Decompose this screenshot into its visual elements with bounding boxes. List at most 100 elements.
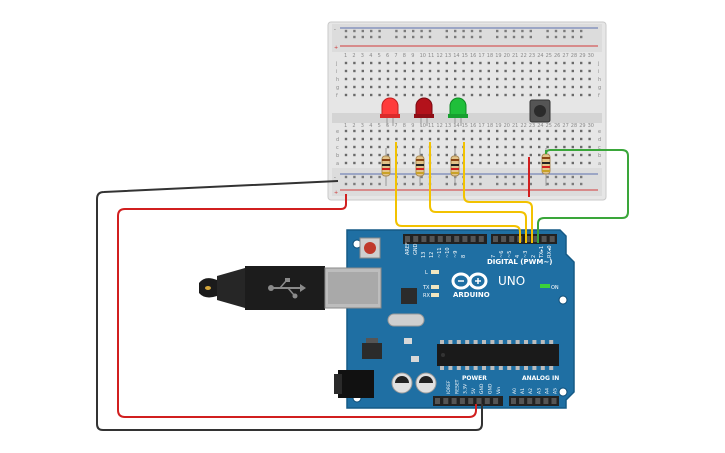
column-number: 16 (470, 53, 476, 59)
led-tx-label: TX (422, 285, 430, 291)
analog-pin-label: A5 (553, 388, 559, 394)
power-rail-bottom (332, 168, 602, 196)
pushbutton[interactable] (529, 99, 551, 123)
digital-pin-label: 2 (531, 255, 537, 258)
power-pin-label: Vin (496, 387, 502, 394)
breadboard-holes (344, 29, 591, 186)
digital-pin-label: ~11 (437, 247, 443, 258)
column-number: 4 (369, 53, 372, 59)
column-number: 23 (529, 123, 535, 129)
column-number: 18 (487, 53, 493, 59)
column-number: 5 (378, 123, 381, 129)
smd-cap (411, 356, 419, 362)
digital-pin-label: 7 (491, 255, 497, 258)
analog-pin-label: A2 (528, 388, 534, 394)
aref-label: AREF (405, 242, 411, 255)
resistor-1[interactable] (381, 148, 391, 186)
power-header (433, 396, 503, 406)
led-rx-indicator (431, 293, 439, 297)
column-number: 4 (369, 123, 372, 129)
led-rx-label: RX (423, 293, 430, 299)
column-number: 7 (394, 53, 397, 59)
column-number: 20 (504, 123, 510, 129)
wire-power[interactable] (117, 194, 477, 418)
resistor-4[interactable] (541, 148, 551, 186)
row-letter: e (598, 129, 601, 135)
column-number: 21 (512, 123, 518, 129)
column-number: 22 (520, 123, 526, 129)
resistor-3[interactable] (450, 148, 460, 186)
reset-button[interactable] (364, 242, 376, 254)
column-number: 29 (579, 123, 585, 129)
digital-header-label: DIGITAL (PWM~) (487, 258, 552, 266)
resistor-2[interactable] (415, 148, 425, 186)
column-number: 3 (361, 123, 364, 129)
column-number: 27 (562, 123, 568, 129)
column-number: 22 (520, 53, 526, 59)
led-l-label: L (425, 270, 428, 276)
column-number: 2 (352, 53, 355, 59)
regulator-tab (366, 338, 378, 343)
wire-signal-1[interactable] (395, 142, 521, 243)
wire-ground[interactable] (96, 180, 483, 431)
digital-pin-label: ~3 (523, 251, 529, 258)
rail-plus-label: + (334, 45, 338, 51)
power-on-led (540, 284, 550, 288)
analog-pin-label: A4 (544, 388, 550, 394)
column-number: 9 (411, 123, 414, 129)
wires[interactable] (96, 142, 629, 431)
digital-pin-label: ~9 (453, 251, 459, 258)
chip-notch (441, 353, 445, 357)
column-number: 15 (462, 53, 468, 59)
led-green[interactable] (448, 97, 468, 126)
column-number: 1 (344, 53, 347, 59)
smd-cap (404, 338, 412, 344)
column-number: 8 (403, 53, 406, 59)
column-number: 21 (512, 53, 518, 59)
column-number: 6 (386, 53, 389, 59)
digital-pin-label: 12 (429, 252, 435, 258)
brand-label: ARDUINO (453, 291, 490, 299)
dc-jack-lip (334, 374, 342, 394)
column-number: 26 (554, 123, 560, 129)
wire-signal-3[interactable] (463, 142, 533, 243)
digital-pin-label: 4 (515, 255, 521, 258)
led-darkred[interactable] (414, 97, 434, 126)
crystal (387, 313, 425, 327)
led-red[interactable] (380, 97, 400, 126)
digital-pin-label: TX▸1 (539, 246, 545, 259)
analog-pin-label: A0 (512, 388, 518, 394)
digital-pin-label: 13 (421, 252, 427, 258)
column-number: 12 (436, 53, 442, 59)
digital-pin-label: RX◂0 (547, 245, 553, 258)
column-number: 19 (495, 123, 501, 129)
row-letter: d (336, 137, 339, 143)
analog-header (509, 396, 559, 406)
usb-cable[interactable] (199, 266, 382, 310)
capacitor-2 (415, 372, 437, 394)
column-number: 9 (411, 53, 414, 59)
column-number: 2 (352, 123, 355, 129)
digital-header-left (403, 234, 487, 244)
power-pin-label: 3.3V (463, 383, 469, 394)
wire-button[interactable] (537, 149, 629, 243)
column-number: 7 (394, 123, 397, 129)
column-number: 14 (453, 53, 459, 59)
digital-pin-label: 8 (461, 255, 467, 258)
column-number: 29 (579, 53, 585, 59)
analog-pin-label: A3 (536, 388, 542, 394)
usb-strain-relief (217, 268, 245, 308)
column-number: 6 (386, 123, 389, 129)
wire-signal-2[interactable] (429, 142, 527, 243)
column-number: 28 (571, 53, 577, 59)
column-number: 8 (403, 123, 406, 129)
dc-power-jack[interactable] (338, 370, 374, 398)
row-letter: d (598, 137, 601, 143)
